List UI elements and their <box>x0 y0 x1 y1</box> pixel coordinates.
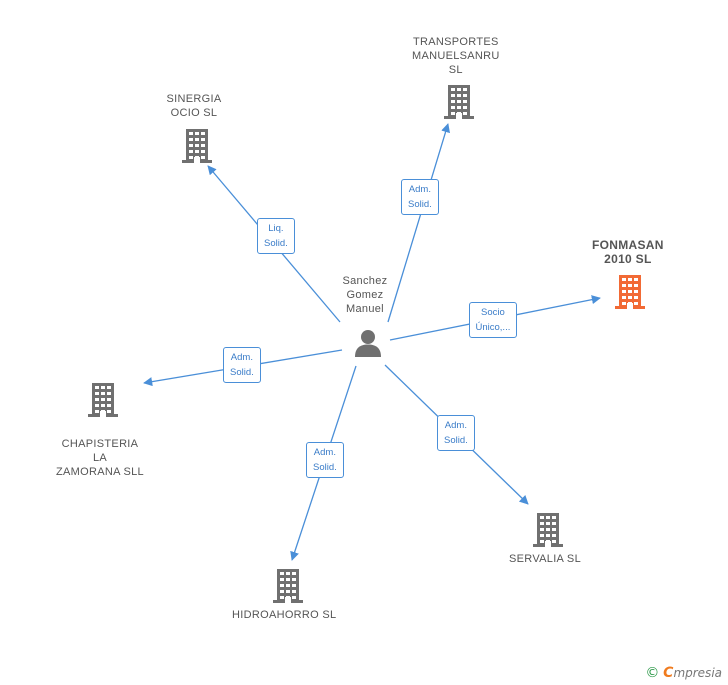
relation-label-line: Solid. <box>230 367 254 378</box>
relation-label-transportes[interactable]: Adm. Solid. <box>401 179 439 215</box>
relation-label-hidroahorro[interactable]: Adm. Solid. <box>306 442 344 478</box>
company-node-chapisteria[interactable] <box>88 383 118 422</box>
company-label-chapisteria-line: LA <box>92 452 108 464</box>
company-label-sinergia: SINERGIA OCIO SL <box>167 92 222 120</box>
building-icon <box>88 383 118 417</box>
relation-label-line: Socio <box>481 307 505 318</box>
building-icon <box>615 275 645 309</box>
brand-logo-text: mpresia <box>673 666 722 680</box>
company-node-servalia[interactable] <box>533 513 563 552</box>
company-label-transportes-line: TRANSPORTES <box>413 36 499 48</box>
company-label-chapisteria-line: CHAPISTERIA <box>61 438 139 450</box>
relation-label-line: Solid. <box>444 435 468 446</box>
company-node-hidroahorro[interactable] <box>273 569 303 608</box>
company-label-hidroahorro-line: HIDROAHORRO SL <box>232 609 337 621</box>
copyright-icon: © <box>645 665 660 681</box>
company-label-fonmasan-line: 2010 SL <box>604 252 652 266</box>
relation-edge-transportes <box>387 123 450 323</box>
brand-logo-letter: C <box>663 665 674 681</box>
person-name-label-line: Sanchez <box>342 275 388 287</box>
relation-label-line: Único,... <box>475 322 511 333</box>
relation-label-line: Adm. <box>230 352 253 363</box>
person-name-label-line: Manuel <box>346 303 384 315</box>
company-label-servalia-line: SERVALIA SL <box>509 553 581 565</box>
company-node-sinergia[interactable] <box>182 129 212 168</box>
relation-label-line: Adm. <box>444 420 467 431</box>
person-icon <box>355 330 381 357</box>
company-label-chapisteria-line: ZAMORANA SLL <box>56 466 144 478</box>
relation-label-servalia[interactable]: Adm. Solid. <box>437 415 475 451</box>
building-icon <box>182 129 212 163</box>
company-label-transportes-line: MANUELSANRU <box>412 50 500 62</box>
relation-label-line: Solid. <box>408 199 432 210</box>
relation-label-line: Solid. <box>264 238 288 249</box>
company-node-fonmasan[interactable] <box>615 275 645 314</box>
company-label-sinergia-line: OCIO SL <box>170 107 218 119</box>
company-label-servalia: SERVALIA SL <box>509 552 581 566</box>
copyright-notice: © Cmpresia <box>645 665 722 681</box>
relation-label-line: Adm. <box>313 447 336 458</box>
company-label-fonmasan-line: FONMASAN <box>592 238 664 252</box>
company-label-transportes-line: SL <box>448 64 463 76</box>
company-label-chapisteria: CHAPISTERIA LA ZAMORANA SLL <box>56 437 144 479</box>
company-label-transportes: TRANSPORTES MANUELSANRU SL <box>412 35 500 77</box>
building-icon <box>533 513 563 547</box>
building-icon <box>444 85 474 119</box>
building-icon <box>273 569 303 603</box>
relation-label-line: Solid. <box>313 462 337 473</box>
company-node-transportes[interactable] <box>444 85 474 124</box>
person-name-label-line: Gomez <box>346 289 384 301</box>
company-label-hidroahorro: HIDROAHORRO SL <box>232 608 336 622</box>
relation-label-sinergia[interactable]: Liq. Solid. <box>257 218 295 254</box>
company-label-sinergia-line: SINERGIA <box>166 93 222 105</box>
relation-label-chapisteria[interactable]: Adm. Solid. <box>223 347 261 383</box>
person-node[interactable] <box>354 329 382 362</box>
relation-label-line: Liq. <box>268 223 284 234</box>
relation-label-line: Adm. <box>408 184 431 195</box>
